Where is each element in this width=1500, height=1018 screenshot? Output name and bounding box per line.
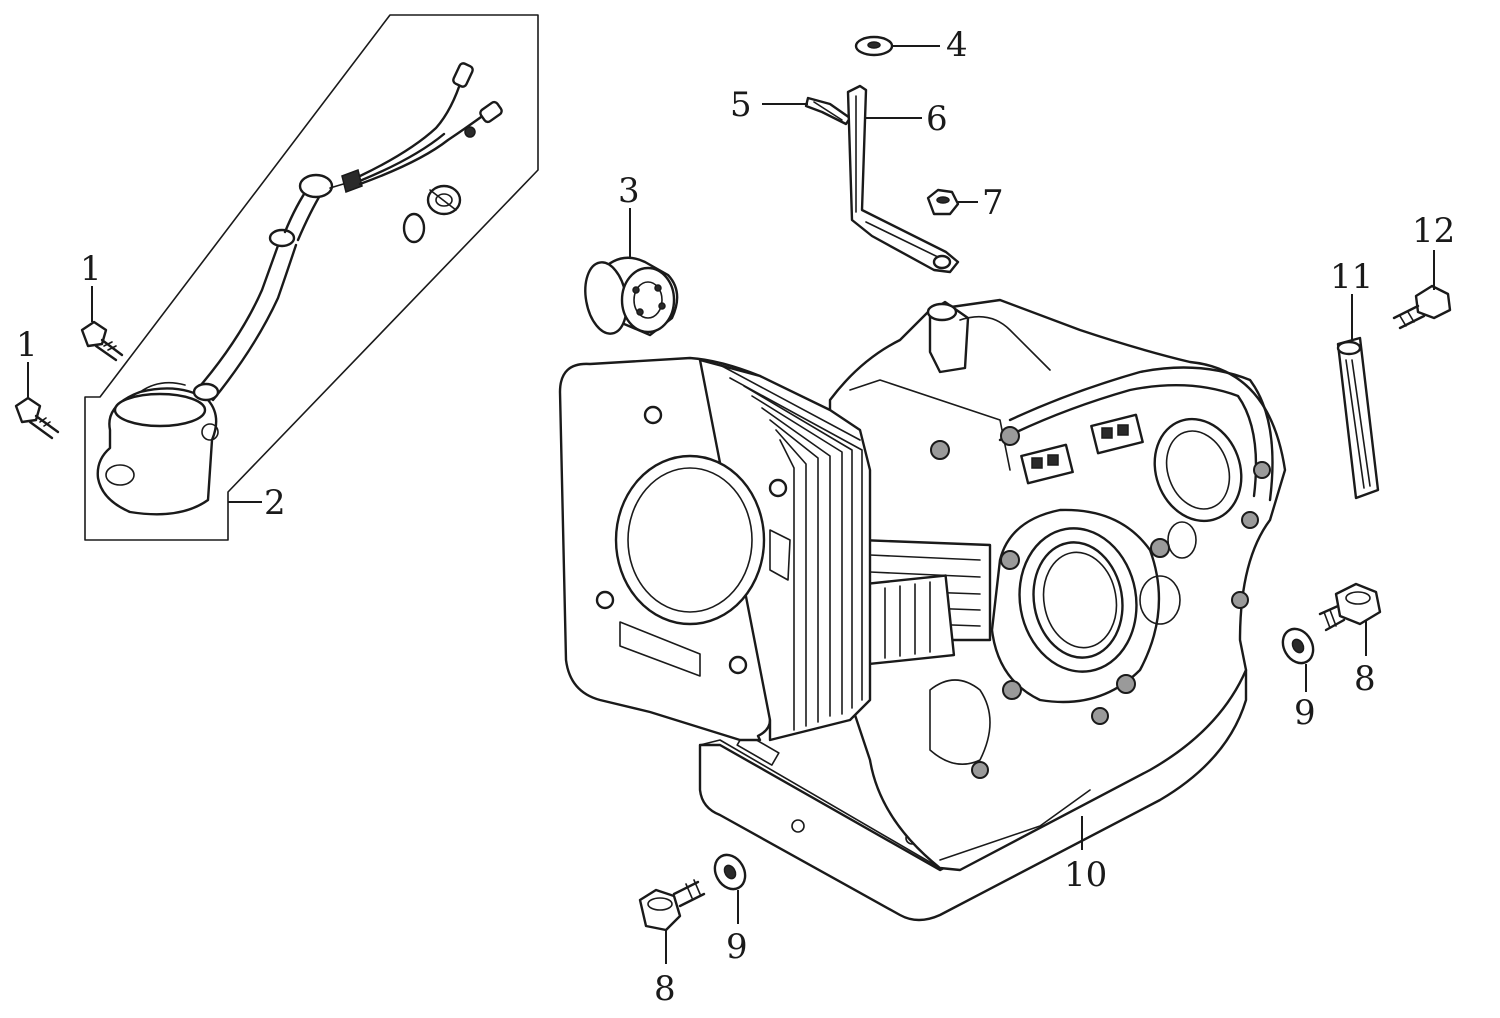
bolt-12 <box>1392 284 1452 330</box>
bearing <box>584 256 679 337</box>
bolt-8-right <box>1318 582 1382 632</box>
sensor-nut <box>426 184 462 216</box>
oil-sensor-group-outline <box>84 14 539 541</box>
washer-9-right <box>1281 627 1315 665</box>
callout-8-bottom: 8 <box>654 969 676 1009</box>
rod-6 <box>846 84 960 274</box>
bolt-1-lower <box>14 396 60 440</box>
callout-1-lower: 1 <box>16 325 38 365</box>
callout-4: 4 <box>946 25 968 65</box>
crankcase-block <box>558 298 1287 922</box>
bolt-1-upper <box>80 320 124 362</box>
callout-11: 11 <box>1330 257 1373 297</box>
washer-4 <box>854 35 894 57</box>
nut-7 <box>926 188 960 216</box>
callout-9-bottom: 9 <box>726 927 748 967</box>
leader-lines <box>27 45 1435 964</box>
callout-2: 2 <box>264 483 286 523</box>
callouts: 1 1 2 3 4 5 6 7 8 8 9 9 10 11 12 <box>16 25 1455 1009</box>
oil-sensor-assembly <box>96 62 503 516</box>
callout-1-upper: 1 <box>80 249 102 289</box>
bolt-8-bottom <box>638 879 706 932</box>
callout-8-right: 8 <box>1354 659 1376 699</box>
callout-6: 6 <box>926 99 948 139</box>
callout-10: 10 <box>1064 855 1107 895</box>
clip-5 <box>804 96 852 126</box>
callout-3: 3 <box>618 171 640 211</box>
callout-7: 7 <box>982 183 1004 223</box>
sensor-o-ring <box>402 212 426 244</box>
washer-9-bottom <box>713 853 747 891</box>
callout-12: 12 <box>1412 211 1455 251</box>
callout-5: 5 <box>730 85 752 125</box>
callout-9-right: 9 <box>1294 693 1316 733</box>
strip-11 <box>1336 336 1380 500</box>
